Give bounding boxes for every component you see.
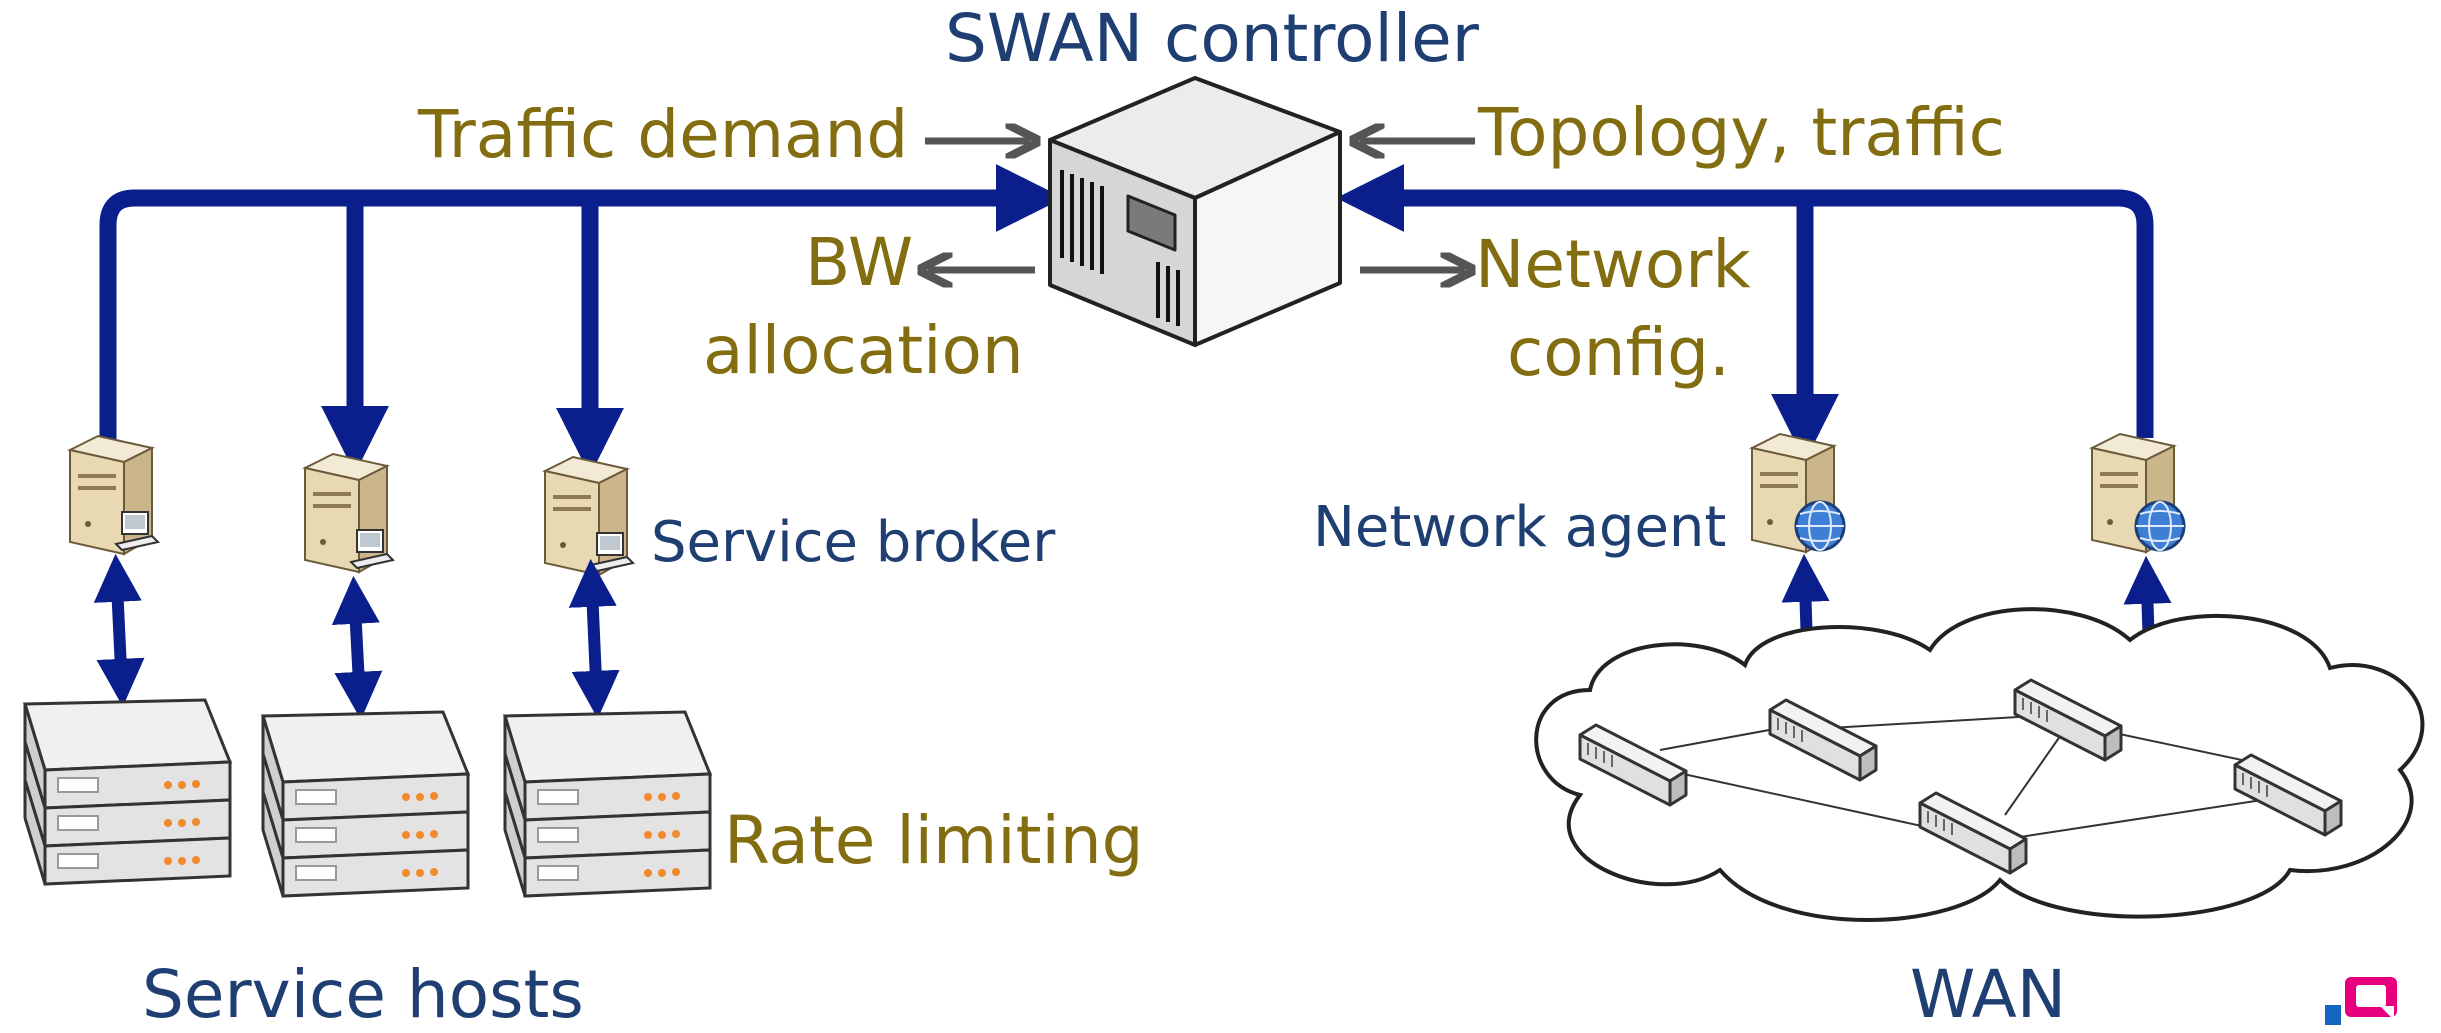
- network-agent-pc-1: [1749, 432, 1846, 554]
- agent-bus-link: [1336, 164, 2154, 438]
- service-host-stack-2: [260, 710, 471, 898]
- service-broker-pc-1: [67, 434, 160, 556]
- wan-switch: [1768, 698, 1878, 782]
- service-broker-pc-2: [302, 452, 395, 574]
- network-agent-pc-2: [2089, 432, 2186, 554]
- service-hosts-label: Service hosts: [142, 956, 584, 1033]
- wan-switch: [2013, 678, 2123, 762]
- bw-label: BW: [805, 224, 914, 301]
- allocation-label: allocation: [703, 312, 1024, 389]
- rate-limiting-label: Rate limiting: [724, 802, 1144, 879]
- service-host-stack-1: [22, 698, 233, 886]
- topology-traffic-label: Topology, traffic: [1478, 94, 2005, 171]
- info-arrows: [925, 141, 1475, 270]
- config-label: config.: [1507, 314, 1730, 391]
- globe-icon: [1794, 500, 1846, 552]
- service-broker-pc-3: [542, 455, 635, 577]
- swan-controller-server: [1048, 76, 1342, 347]
- globe-icon: [2134, 500, 2186, 552]
- wan-switch: [2233, 753, 2343, 837]
- service-host-stack-3: [502, 710, 713, 898]
- controller-links: [99, 164, 2154, 476]
- service-broker-label: Service broker: [651, 510, 1056, 575]
- broker-bus-link: [99, 164, 1064, 450]
- wan-cloud: [1534, 607, 2425, 922]
- network-agent-label: Network agent: [1313, 495, 1727, 560]
- controller-title: SWAN controller: [945, 0, 1479, 77]
- network-label: Network: [1475, 226, 1751, 303]
- wan-label: WAN: [1910, 956, 2067, 1033]
- wan-switch: [1918, 791, 2028, 875]
- traffic-demand-label: Traffic demand: [418, 96, 909, 173]
- wan-switch: [1578, 723, 1688, 807]
- brand-logo-icon: [2325, 977, 2397, 1025]
- wan-switches: [1578, 678, 2343, 875]
